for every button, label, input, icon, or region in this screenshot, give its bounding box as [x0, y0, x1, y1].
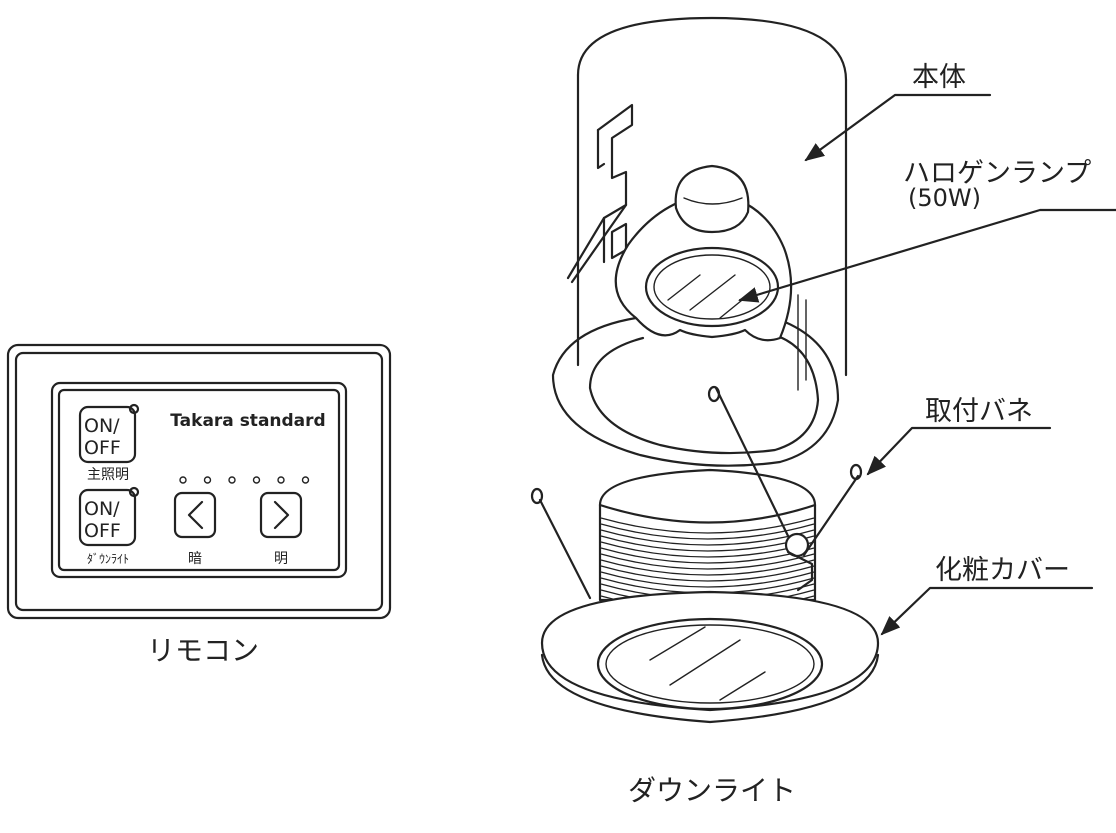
- downlight-button-label: ﾀﾞｳﾝﾗｲﾄ: [87, 552, 129, 566]
- thread-ring: [600, 547, 815, 564]
- downlight-indicator-led: [128, 486, 140, 498]
- threaded-sleeve: [598, 468, 817, 602]
- level-indicator-dot: [203, 476, 212, 484]
- remote-panel-inner: [57, 388, 341, 572]
- callout-spring: 取付バネ: [866, 396, 1052, 476]
- callout-lamp: ハロゲンランプ (50W): [738, 158, 1116, 303]
- downlight-caption: ダウンライト: [628, 774, 796, 807]
- bright-button[interactable]: [259, 491, 303, 539]
- thread-ring: [600, 571, 815, 588]
- level-indicator-dot: [277, 476, 285, 484]
- downlight-off-label: OFF: [84, 520, 121, 542]
- callout-body: 本体: [804, 62, 992, 162]
- callout-cover: 化粧カバー: [880, 555, 1094, 636]
- level-indicator-dot: [301, 476, 310, 484]
- main-light-label: 主照明: [87, 467, 129, 483]
- callout-lamp-wattage: (50W): [908, 184, 981, 212]
- housing-body: [566, 16, 848, 391]
- brand-logo: Takara standard: [170, 411, 325, 431]
- housing-ring: [551, 316, 840, 467]
- remote-control: Takara standard ON/ OFF 主照明 ON/ OFF ﾀﾞｳﾝ…: [6, 343, 392, 667]
- mounting-springs: [530, 385, 863, 600]
- level-indicator-dot: [179, 476, 187, 484]
- main-light-indicator-led: [128, 403, 140, 415]
- halogen-lamp: [644, 246, 780, 328]
- thread-ring: [600, 553, 815, 570]
- decorative-cover: [540, 590, 880, 724]
- lamp-holder: [614, 164, 793, 342]
- remote-panel: [50, 381, 348, 579]
- level-indicator-dot: [252, 476, 261, 484]
- level-indicator-dot: [228, 476, 236, 484]
- main-light-button[interactable]: ON/ OFF: [78, 403, 140, 464]
- remote-caption: リモコン: [147, 634, 259, 667]
- callout-body-label: 本体: [912, 62, 966, 93]
- bright-label: 明: [274, 551, 288, 567]
- remote-outer-frame: [6, 343, 392, 620]
- level-indicators: [179, 476, 310, 484]
- dim-label: 暗: [188, 551, 202, 567]
- thread-ring: [600, 559, 815, 576]
- remote-inner-frame: [14, 351, 384, 612]
- thread-ring: [600, 565, 815, 582]
- main-light-on-label: ON/: [84, 415, 120, 437]
- chevron-right-icon: [273, 500, 290, 530]
- callout-spring-label: 取付バネ: [925, 396, 1033, 427]
- downlight-on-label: ON/: [84, 498, 120, 520]
- downlight-button[interactable]: ON/ OFF: [78, 486, 140, 547]
- downlight-diagram: 本体 ハロゲンランプ (50W) 取付バネ 化粧カバー ダウンライト: [530, 16, 1116, 807]
- dim-button[interactable]: [173, 491, 217, 539]
- thread-ring: [600, 523, 815, 540]
- callout-lamp-label: ハロゲンランプ: [903, 158, 1091, 189]
- main-light-off-label: OFF: [84, 437, 121, 459]
- callout-cover-label: 化粧カバー: [935, 555, 1070, 586]
- thread-ring: [600, 517, 815, 534]
- chevron-left-icon: [187, 500, 204, 530]
